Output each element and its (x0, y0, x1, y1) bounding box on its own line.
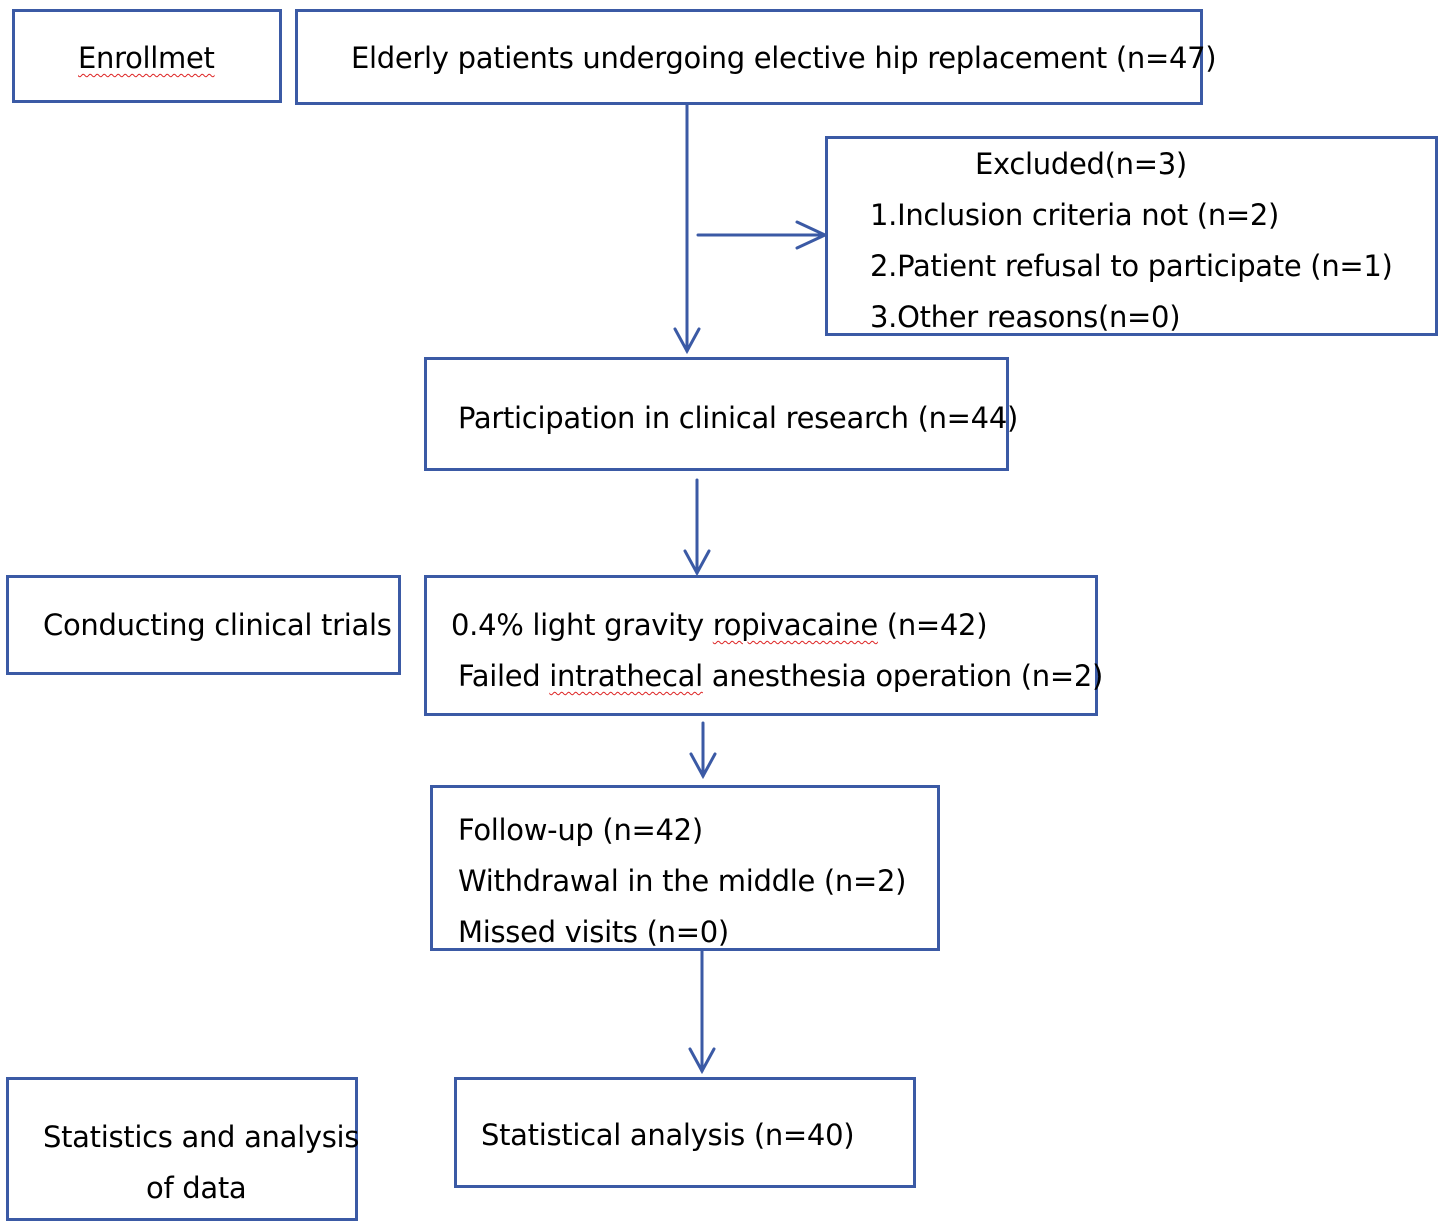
excluded-item-1: 1.Inclusion criteria not (n=2) (870, 198, 1280, 232)
enrollment-text: Elderly patients undergoing elective hip… (351, 41, 1217, 75)
followup-line-2: Withdrawal in the middle (n=2) (458, 864, 907, 898)
excluded-title: Excluded(n=3) (975, 147, 1187, 181)
trials-line-1-drug: ropivacaine (712, 608, 878, 642)
trials-line-1-pre: 0.4% light gravity (451, 608, 713, 642)
followup-line-3: Missed visits (n=0) (458, 915, 729, 949)
arrowhead-participation (673, 327, 701, 355)
followup-box: Follow-up (n=42) Withdrawal in the middl… (430, 785, 940, 951)
arrowhead-analysis (688, 1047, 716, 1075)
trials-stage-label: Conducting clinical trials (43, 608, 392, 642)
statistics-stage-label-line-1: Statistics and analysis (43, 1120, 360, 1154)
followup-line-1: Follow-up (n=42) (458, 813, 703, 847)
participation-box: Participation in clinical research (n=44… (424, 357, 1018, 471)
enrollment-stage-box: Enrollmet (12, 9, 282, 103)
excluded-item-2: 2.Patient refusal to participate (n=1) (870, 249, 1393, 283)
excluded-item-3: 3.Other reasons(n=0) (870, 300, 1181, 334)
trials-line-2-post: anesthesia operation (n=2) (702, 659, 1104, 693)
trials-box: 0.4% light gravity ropivacaine (n=42) Fa… (424, 575, 1103, 716)
arrowhead-trials (683, 549, 711, 577)
arrowhead-followup (689, 752, 717, 780)
trials-line-1: 0.4% light gravity ropivacaine (n=42) (451, 600, 988, 651)
excluded-box: Excluded(n=3) 1.Inclusion criteria not (… (825, 136, 1438, 336)
enrollment-box: Elderly patients undergoing elective hip… (295, 9, 1217, 105)
participation-text: Participation in clinical research (n=44… (458, 401, 1018, 435)
analysis-text: Statistical analysis (n=40) (481, 1118, 855, 1152)
trials-stage-box: Conducting clinical trials (6, 575, 401, 675)
enrollment-stage-label: Enrollmet (78, 41, 215, 75)
analysis-box: Statistical analysis (n=40) (454, 1077, 916, 1188)
statistics-stage-label-line-2: of data (146, 1171, 247, 1205)
statistics-stage-box: Statistics and analysis of data (6, 1077, 360, 1221)
trials-line-2-term: intrathecal (549, 659, 703, 693)
trials-line-2-pre: Failed (458, 659, 550, 693)
trials-line-2: Failed intrathecal anesthesia operation … (458, 651, 1103, 702)
trials-line-1-post: (n=42) (877, 608, 988, 642)
